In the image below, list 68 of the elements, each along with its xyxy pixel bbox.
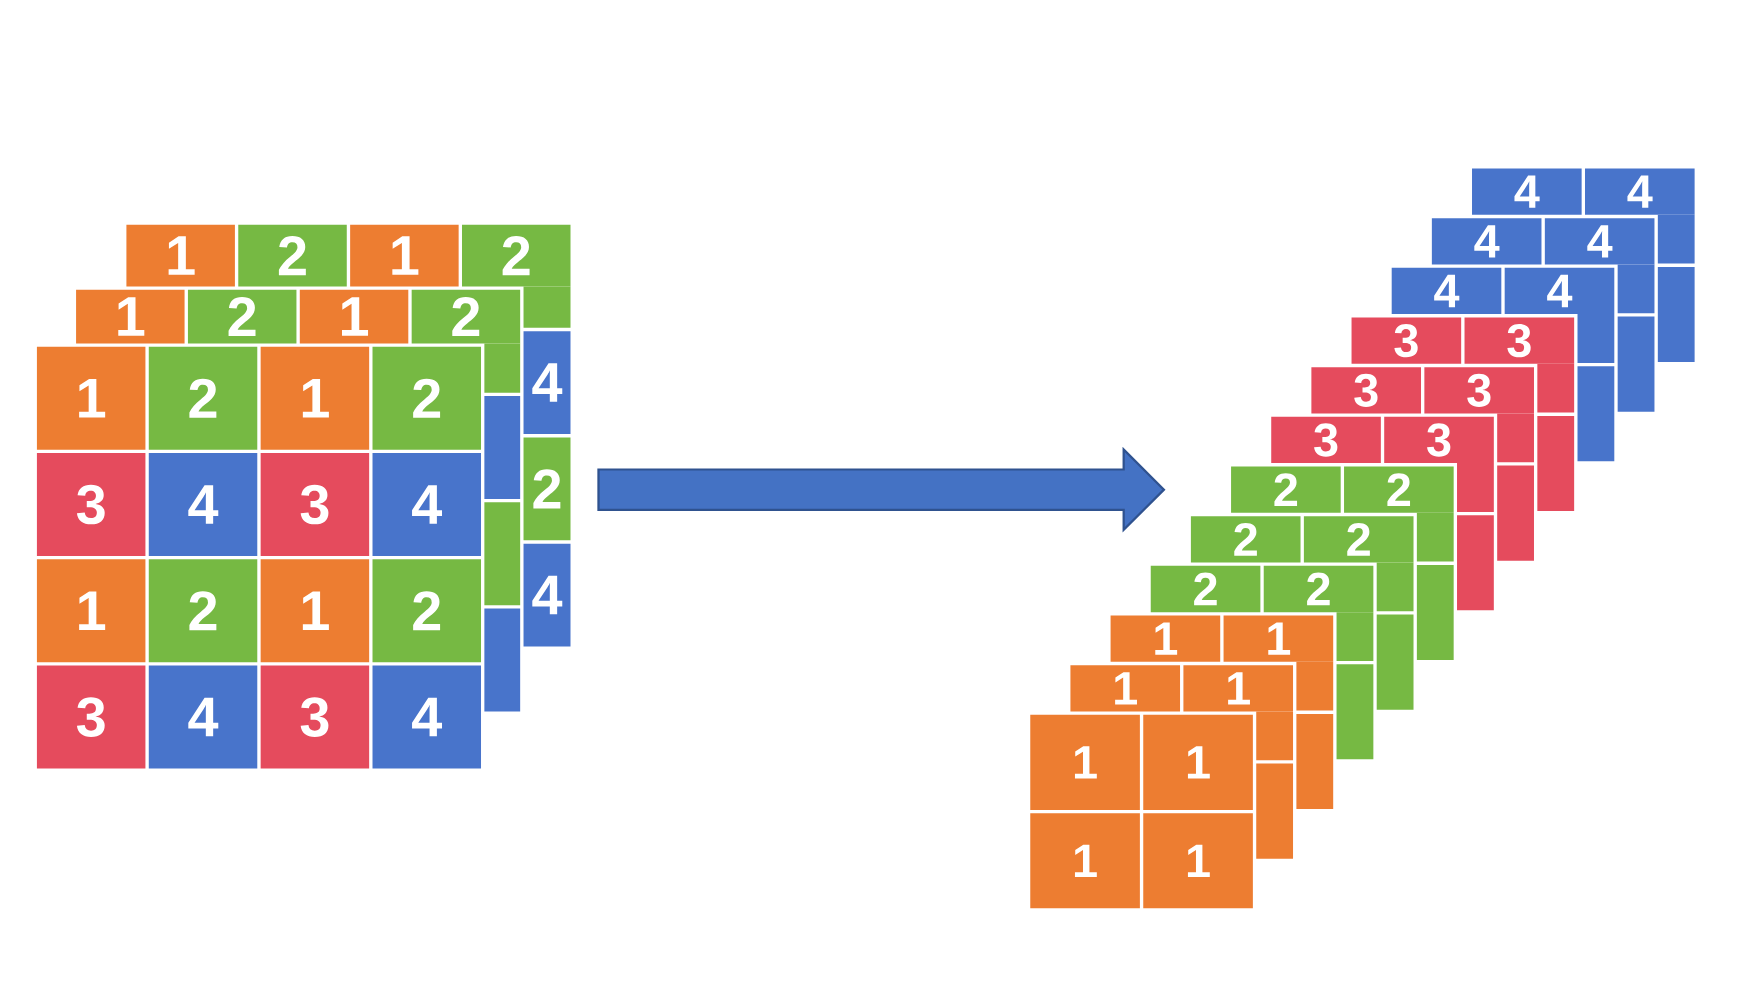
grid-cell: 3 [260,665,370,769]
grid-cell [1537,364,1575,413]
grid-cell: 1 [1143,813,1253,909]
grid-cell: 2 [148,347,258,450]
grid-cell [1457,463,1494,513]
grid-cell [1457,515,1494,611]
grid-cell: 3 [260,453,370,557]
grid-cell: 2 [1190,516,1301,563]
grid-cell [1336,664,1374,760]
grid-cell: 1 [76,289,185,344]
grid-cell: 1 [350,225,459,287]
grid-cell: 1 [36,347,146,450]
grid-cell: 1 [126,225,235,287]
grid-cell [1577,366,1615,462]
grid-cell: 4 [523,543,571,647]
grid-cell: 2 [372,559,481,663]
grid-cell: 4 [1391,268,1502,315]
grid-cell: 4 [372,665,481,769]
grid-cell [1256,711,1294,761]
grid-cell: 1 [1030,715,1140,811]
grid-cell: 1 [1030,813,1140,909]
grid-cell: 4 [523,331,571,435]
grid-cell: 4 [1431,218,1542,265]
grid-cell [1296,714,1334,810]
grid-cell [1416,565,1454,661]
grid-cell [484,502,521,606]
grid-cell [1296,662,1334,711]
grid-cell: 2 [1231,466,1341,513]
grid-cell [1336,612,1374,662]
grid-cell [523,286,571,328]
grid-cell: 3 [36,453,146,557]
grid-cell [1617,316,1655,412]
grid-cell: 2 [1150,566,1261,613]
grid-cell: 2 [187,289,297,344]
grid-cell [484,343,521,393]
block-arrow [597,446,1166,533]
grid-cell [1256,763,1294,859]
grid-cell: 4 [148,453,258,557]
grid-cell [1657,215,1695,264]
grid-cell [484,608,521,712]
grid-cell: 1 [1143,715,1253,811]
grid-cell [1376,562,1414,612]
grid-cell [1657,267,1695,363]
grid-cell [1617,264,1655,314]
grid-cell: 3 [1271,417,1381,464]
grid-cell: 1 [260,347,370,450]
grid-cell: 4 [1472,168,1582,215]
grid-cell: 2 [523,437,571,541]
grid-cell: 4 [372,453,481,557]
grid-cell: 1 [1070,665,1181,712]
grid-cell: 2 [238,225,347,287]
grid-cell: 1 [260,559,370,663]
grid-cell [1577,314,1615,364]
grid-cell [1497,465,1534,561]
grid-cell: 1 [36,559,146,663]
grid-cell: 2 [148,559,258,663]
grid-cell [1376,614,1414,710]
grid-cell: 4 [148,665,258,769]
grid-cell: 1 [299,289,409,344]
grid-cell: 3 [1311,367,1421,414]
grid-cell: 1 [1110,615,1221,662]
grid-cell [484,396,521,500]
grid-cell: 3 [1351,317,1462,364]
grid-cell: 2 [372,347,481,450]
grid-cell [1537,416,1575,512]
grid-cell: 3 [36,665,146,769]
grid-cell [1416,513,1454,562]
grid-cell [1497,413,1534,463]
